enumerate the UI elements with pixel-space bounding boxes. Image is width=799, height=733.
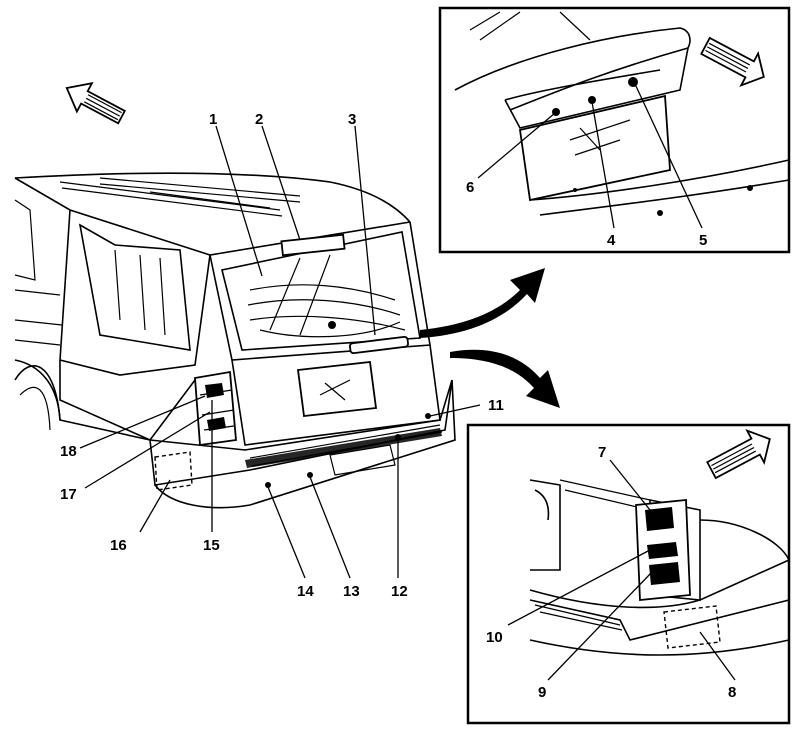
callout-4: 4 <box>607 232 616 249</box>
direction-arrow-icon <box>700 36 765 87</box>
callout-8: 8 <box>728 684 736 701</box>
callout-3: 3 <box>348 111 356 128</box>
callout-labels: 1 2 3 4 5 6 7 8 9 10 11 12 13 14 15 16 1… <box>60 111 736 701</box>
callout-14: 14 <box>297 583 314 600</box>
callout-9: 9 <box>538 684 546 701</box>
inset-liftgate-detail <box>438 6 791 254</box>
callout-11: 11 <box>488 397 504 414</box>
callout-7: 7 <box>598 444 606 461</box>
callout-18: 18 <box>60 443 77 460</box>
leader-lines <box>79 83 736 681</box>
callout-13: 13 <box>343 583 360 600</box>
callout-10: 10 <box>486 629 503 646</box>
callout-5: 5 <box>699 232 707 249</box>
vehicle-rear-view <box>14 172 456 509</box>
callout-12: 12 <box>391 583 408 600</box>
callout-2: 2 <box>255 111 263 128</box>
callout-17: 17 <box>60 486 77 503</box>
direction-arrow-icon <box>65 82 126 125</box>
callout-6: 6 <box>466 179 474 196</box>
direction-arrow-icon <box>706 429 771 480</box>
inset-tail-lamp-detail <box>466 423 791 725</box>
callout-15: 15 <box>203 537 220 554</box>
pointer-arrow-to-bottom-inset <box>450 349 560 408</box>
callout-1: 1 <box>209 111 217 128</box>
callout-16: 16 <box>110 537 127 554</box>
pointer-arrow-to-top-inset <box>420 268 545 338</box>
